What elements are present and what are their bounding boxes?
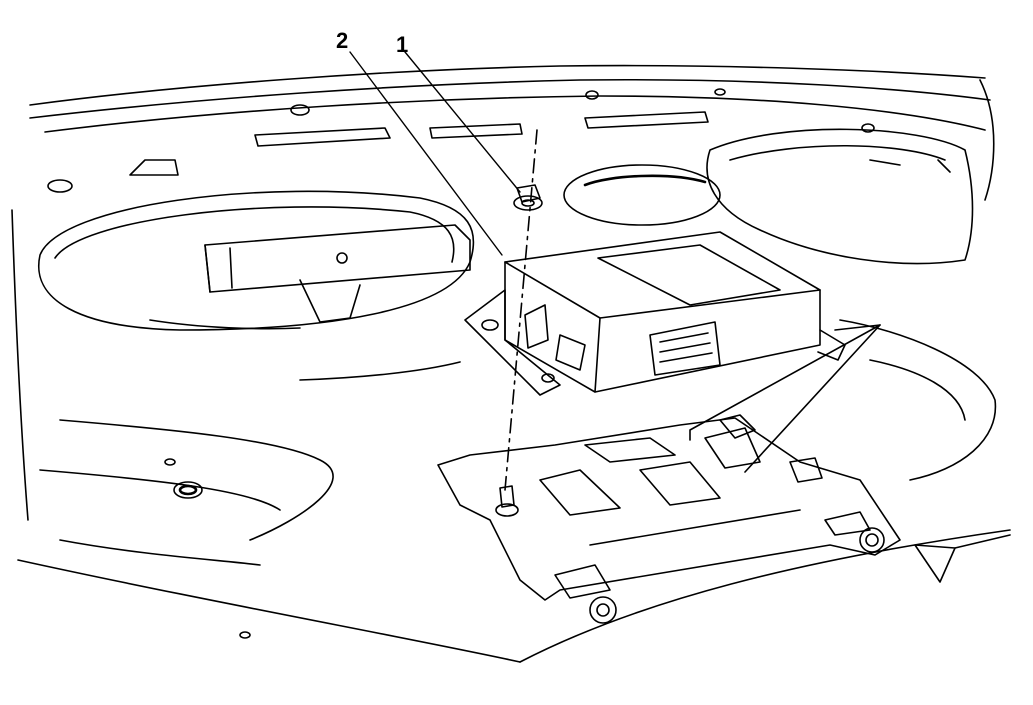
alignment-line-b	[744, 324, 881, 473]
shelf-panel	[11, 64, 1011, 663]
mounting-bracket	[437, 414, 901, 624]
alignment-line-a	[689, 324, 881, 441]
callout-label-1: 1	[396, 32, 409, 57]
right-raised-area	[706, 128, 974, 265]
assembly-centerline	[504, 129, 538, 491]
speaker-hole	[563, 164, 721, 226]
callout-label-2: 2	[336, 28, 349, 53]
module-nut	[513, 184, 543, 211]
mounting-stud	[495, 485, 519, 517]
control-module	[464, 231, 846, 396]
left-cutout	[37, 190, 475, 331]
leader-line-1	[404, 51, 521, 193]
shelf-contours	[39, 319, 997, 566]
shelf-holes	[47, 88, 875, 639]
module-connector	[649, 321, 721, 376]
leader-line-2	[349, 51, 503, 256]
front-arrow-icon	[914, 534, 1011, 583]
